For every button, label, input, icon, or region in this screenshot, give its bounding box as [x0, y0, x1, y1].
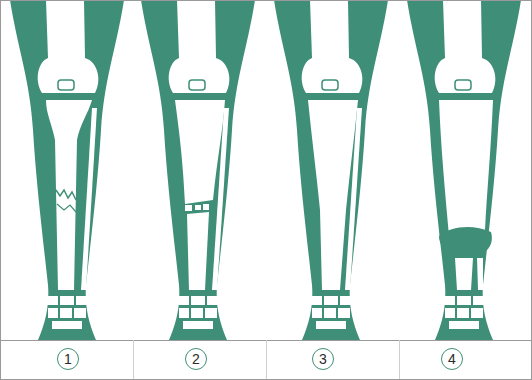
- callout-circle: 2: [185, 348, 207, 370]
- callout-circle: 4: [441, 348, 463, 370]
- callout-number: 3: [319, 352, 327, 366]
- callout-circle: 1: [57, 348, 79, 370]
- callout-number: 1: [64, 352, 72, 366]
- callout-number: 4: [448, 352, 456, 366]
- callout-circle: 3: [312, 348, 334, 370]
- callout-number: 2: [192, 352, 200, 366]
